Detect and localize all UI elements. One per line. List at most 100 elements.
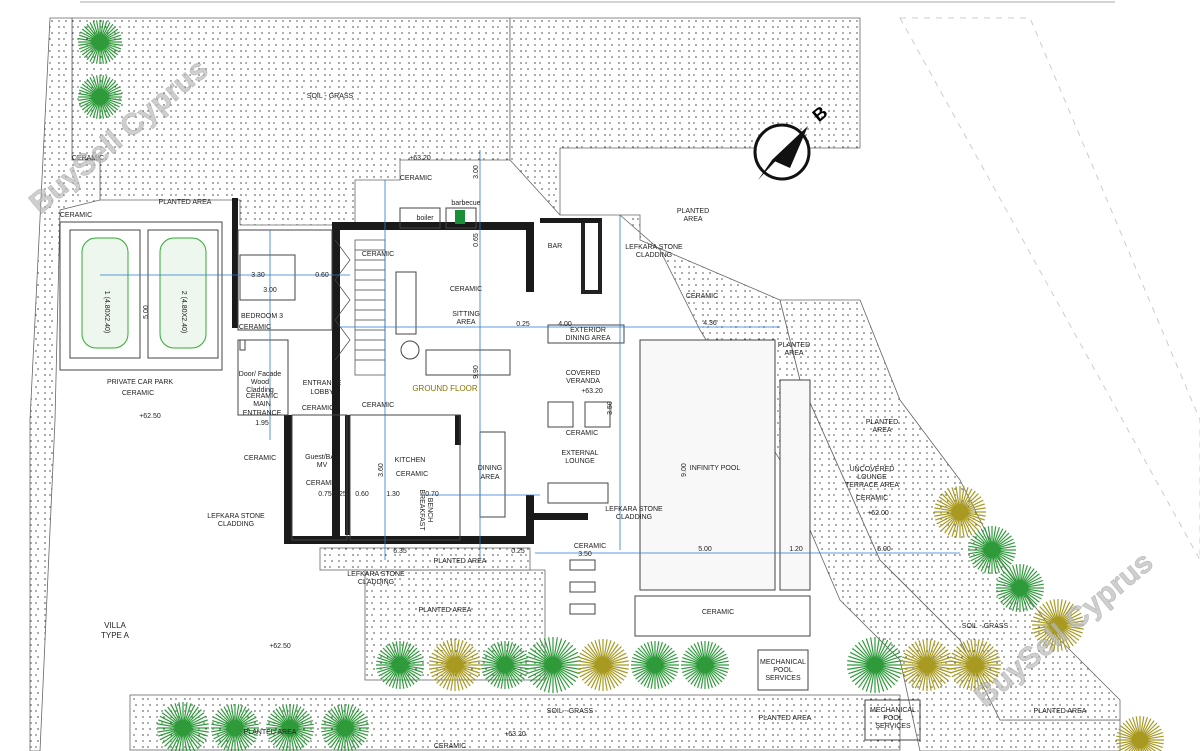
dim: 6.35 [393, 548, 407, 555]
dim: 1.30 [386, 491, 400, 498]
ceramic-tag: CERAMIC [450, 286, 482, 293]
tree-icon [934, 486, 986, 538]
ceramic-tag: CERAMIC [362, 402, 394, 409]
dim: 5.00 [698, 546, 712, 553]
room-mech2-1: MECHANICAL [870, 707, 916, 714]
floor-title: GROUND FLOOR [412, 384, 478, 393]
lefkara-2a: LEFKARA STONE [347, 571, 405, 578]
room-kitchen: KITCHEN [395, 457, 426, 464]
dim: 9.90 [473, 365, 480, 379]
dim: 3.60 [378, 463, 385, 477]
room-main-2: ENTRANCE [243, 410, 282, 417]
dim: 4.36 [703, 320, 717, 327]
room-barbecue: barbecue [451, 200, 480, 207]
ceramic-tag: CERAMIC [72, 155, 104, 162]
dim: 4.00 [558, 321, 572, 328]
room-veranda-2: VERANDA [566, 378, 600, 385]
room-bedroom3: BEDROOM 3 [241, 313, 283, 320]
car-2-label: 2 (4.80X2.40) [180, 291, 187, 333]
room-boiler: boiler [416, 215, 434, 222]
north-arrow: B [753, 102, 831, 181]
lefkara-2b: CLADDING [358, 579, 394, 586]
ceramic-tag: CERAMIC [306, 480, 338, 487]
dim: 5.00 [877, 546, 891, 553]
room-guest-1: Guest/BA3 [305, 454, 339, 461]
tree-icon [1032, 599, 1084, 651]
dim: 0.25 [333, 491, 347, 498]
lefkara-3a: LEFKARA STONE [625, 244, 683, 251]
planted-tag-8a: PLANTED [778, 342, 810, 349]
car-2 [147, 229, 219, 359]
room-mech1-2: POOL [773, 667, 793, 674]
planted-tag-3: PLANTED AREA [419, 607, 472, 614]
tree-icon [376, 641, 424, 689]
room-mech1-3: SERVICES [765, 675, 801, 682]
tree-icon [525, 637, 581, 693]
room-uncovered-3: TERRACE AREA [845, 482, 899, 489]
dim: 0.70 [425, 491, 439, 498]
car-1 [69, 229, 141, 359]
ceramic-tag: CERAMIC [702, 609, 734, 616]
soil-tag-2: SOIL - GRASS [962, 623, 1009, 630]
ceramic-tag: CERAMIC [122, 390, 154, 397]
room-sitting-1: SITTING [452, 311, 480, 318]
tree-icon [211, 704, 259, 751]
room-door-facade-2: Wood [251, 379, 269, 386]
ceramic-tag: CERAMIC [362, 251, 394, 258]
ceramic-tag: CERAMIC [60, 212, 92, 219]
soil-tag: SOIL - GRASS [307, 93, 354, 100]
dim: 1.95 [255, 420, 269, 427]
tree-icon [901, 639, 953, 691]
dim: 0.75 [318, 491, 332, 498]
room-mech1-1: MECHANICAL [760, 659, 806, 666]
dim: 1.20 [789, 546, 803, 553]
tree-icon [847, 637, 903, 693]
ceramic-tag: CERAMIC [574, 543, 606, 550]
tree-icon [78, 20, 122, 64]
tree-icon [996, 564, 1044, 612]
tree-icon [266, 704, 314, 751]
room-mech2-3: SERVICES [875, 723, 911, 730]
tree-icon [681, 641, 729, 689]
room-door-facade-3: Cladding [246, 387, 274, 394]
room-pool: INFINITY POOL [690, 465, 741, 472]
room-ext-lounge-2: LOUNGE [565, 458, 595, 465]
dim: 0.65 [473, 233, 480, 247]
planted-tag-9a: PLANTED [866, 419, 898, 426]
planted-tag-6: PLANTED AREA [1034, 708, 1087, 715]
level-mark: +63.20 [409, 155, 431, 162]
soil-tag-3: SOIL - GRASS [547, 708, 594, 715]
ceramic-tag: CERAMIC [239, 324, 271, 331]
garden-bottom [129, 694, 901, 751]
planted-tag-7b: AREA [683, 216, 702, 223]
dim: 0.60 [355, 491, 369, 498]
planted-tag-7a: PLANTED [677, 208, 709, 215]
ceramic-tag: CERAMIC [400, 175, 432, 182]
dim: 3.00 [473, 165, 480, 179]
level-mark: +62.50 [269, 643, 291, 650]
dim: 0.25 [516, 321, 530, 328]
dim: 3.00 [263, 287, 277, 294]
grid-lines [100, 150, 960, 560]
dimensions: 3.30 0.60 3.00 4.00 4.36 0.25 0.25 5.00 … [143, 165, 891, 558]
furniture [239, 254, 921, 741]
room-bar: BAR [548, 243, 562, 250]
car-1-label: 1 (4.80X2.40) [103, 291, 110, 333]
road [899, 17, 1200, 562]
lefkara-3b: CLADDING [636, 252, 672, 259]
room-main-1: MAIN [253, 401, 271, 408]
dim: 5.00 [143, 305, 150, 319]
room-breakfast-2: BENCH [426, 498, 433, 523]
dim: 3.50 [578, 551, 592, 558]
tree-icon [429, 639, 481, 691]
room-dining-2: AREA [480, 474, 499, 481]
planted-tag-8b: AREA [784, 350, 803, 357]
level-mark: +62.50 [139, 413, 161, 420]
room-ext-dining-2: DINING AREA [565, 335, 610, 342]
room-guest-2: MV [317, 462, 328, 469]
lefkara-4a: LEFKARA STONE [605, 506, 663, 513]
dim: 0.25 [511, 548, 525, 555]
room-uncovered-1: UNCOVERED [850, 466, 895, 473]
villa-label-2: TYPE A [101, 631, 130, 640]
